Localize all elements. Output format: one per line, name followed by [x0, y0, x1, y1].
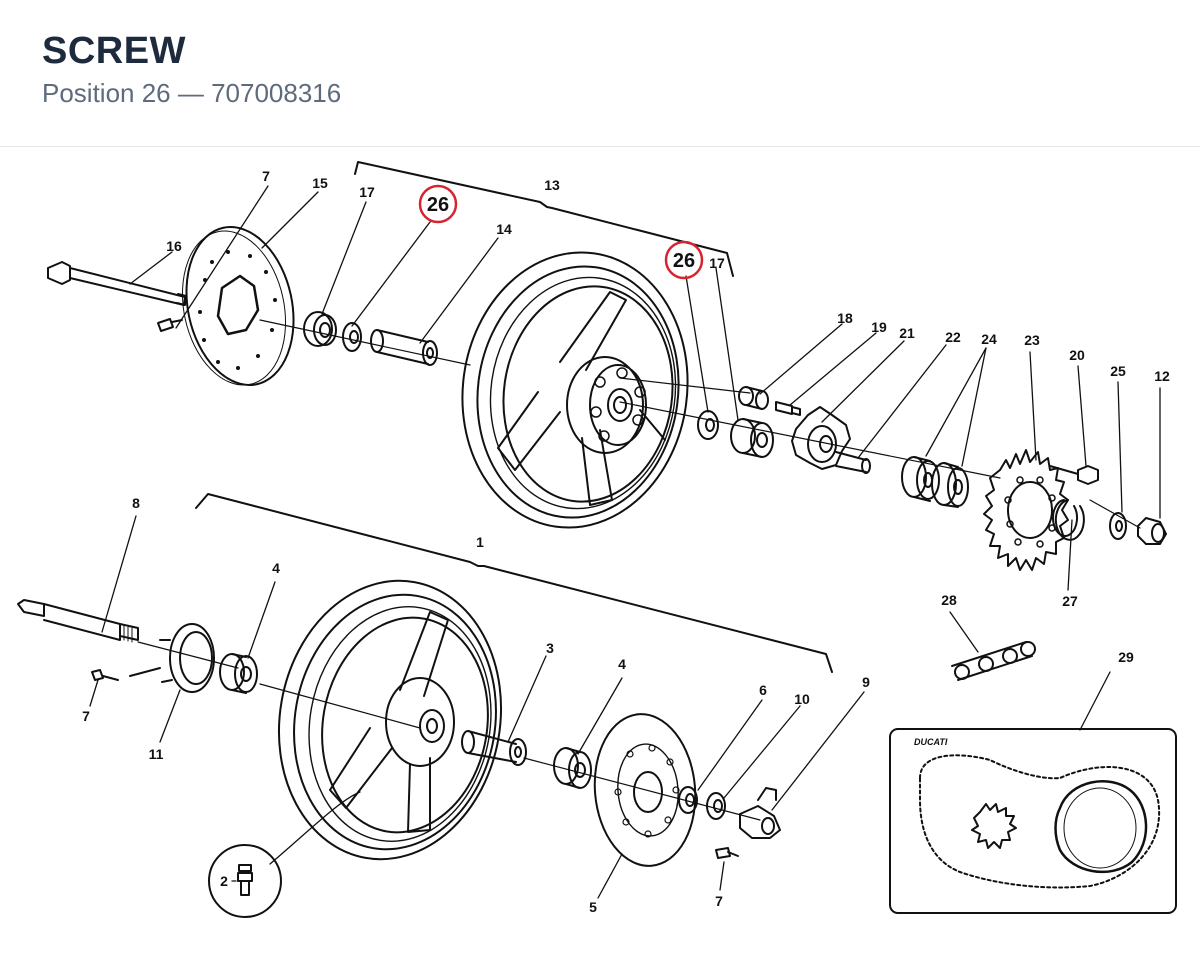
part-20-nut[interactable] [1049, 465, 1099, 485]
part-27-circlip[interactable] [1052, 499, 1085, 541]
part-10-washer[interactable] [706, 792, 726, 820]
ducati-logo: DUCATI [914, 737, 948, 747]
part-2-valve-detail[interactable] [208, 844, 282, 918]
label-6: 6 [759, 682, 767, 698]
label-10: 10 [794, 691, 810, 707]
label-24: 24 [981, 331, 997, 347]
label-11: 11 [149, 746, 164, 762]
label-26-upper[interactable]: 26 [427, 194, 449, 216]
label-4-left: 4 [272, 560, 280, 576]
label-21: 21 [899, 325, 915, 341]
part-17-bearing-left[interactable] [303, 311, 337, 347]
label-28: 28 [941, 592, 957, 608]
highlight-markers [418, 184, 704, 280]
bracket-13 [354, 161, 734, 277]
label-25: 25 [1110, 363, 1126, 379]
part-6-seal[interactable] [678, 786, 698, 814]
part-9-speedometer-drive[interactable] [739, 787, 781, 839]
exploded-wheel-diagram: 7 15 17 26 13 14 16 26 17 18 19 21 22 24… [17, 161, 1177, 918]
label-8: 8 [132, 495, 140, 511]
label-17-left: 17 [359, 184, 375, 200]
label-7-upper: 7 [262, 168, 270, 184]
part-4-bearing-front-left[interactable] [219, 653, 258, 694]
label-22: 22 [945, 329, 961, 345]
rear-wheel-rim[interactable] [445, 238, 705, 542]
part-8-front-axle[interactable] [17, 599, 139, 643]
label-16: 16 [166, 238, 182, 254]
part-7-screw-front-left[interactable] [91, 669, 119, 681]
label-19: 19 [871, 319, 887, 335]
label-4-right: 4 [618, 656, 626, 672]
highlight-26-upper [418, 184, 458, 224]
page-header: SCREW Position 26 — 707008316 [0, 0, 1200, 147]
part-19-stud[interactable] [775, 401, 801, 416]
label-12: 12 [1154, 368, 1170, 384]
part-12-nut[interactable] [1137, 517, 1167, 545]
label-7-front-bottom: 7 [715, 893, 723, 909]
label-13: 13 [544, 177, 560, 193]
part-29-chain-kit[interactable] [889, 671, 1177, 914]
label-7-front-left: 7 [82, 708, 90, 724]
label-5: 5 [589, 899, 597, 915]
label-29: 29 [1118, 649, 1134, 665]
part-position-subtitle: Position 26 — 707008316 [42, 78, 342, 108]
part-18-bush[interactable] [738, 386, 769, 410]
part-5-front-brake-disc[interactable] [589, 710, 702, 870]
part-23-rear-sprocket[interactable] [983, 449, 1069, 571]
highlight-26-right [664, 240, 704, 280]
label-1: 1 [476, 534, 484, 550]
part-26-spacer-left[interactable] [342, 322, 362, 352]
label-15: 15 [312, 175, 328, 191]
part-7-screw-front-bottom[interactable] [715, 847, 739, 859]
label-27: 27 [1062, 593, 1078, 609]
label-20: 20 [1069, 347, 1085, 363]
label-3: 3 [546, 640, 554, 656]
part-17-bearing-right[interactable] [730, 418, 774, 458]
part-15-rear-brake-disc[interactable] [169, 217, 308, 395]
part-11-cover[interactable] [129, 623, 215, 693]
page-title: SCREW [42, 30, 186, 72]
part-16-axle-bolt[interactable] [47, 261, 187, 306]
label-14: 14 [496, 221, 512, 237]
part-26-spacer-right[interactable] [697, 410, 719, 440]
label-18: 18 [837, 310, 853, 326]
part-28-chain-link[interactable] [949, 611, 1036, 681]
label-2: 2 [220, 873, 228, 889]
label-23: 23 [1024, 332, 1040, 348]
label-9: 9 [862, 674, 870, 690]
label-17-right: 17 [709, 255, 725, 271]
part-14-spacer-tube[interactable] [370, 329, 438, 366]
label-26-right[interactable]: 26 [673, 250, 695, 272]
part-21-sprocket-flange[interactable] [791, 406, 871, 474]
part-24-spacer[interactable] [931, 462, 969, 508]
bracket-1 [195, 493, 833, 673]
part-3-spacer[interactable] [461, 730, 527, 766]
part-4-bearing-front-right[interactable] [553, 747, 592, 789]
part-25-washer[interactable] [1109, 512, 1127, 540]
